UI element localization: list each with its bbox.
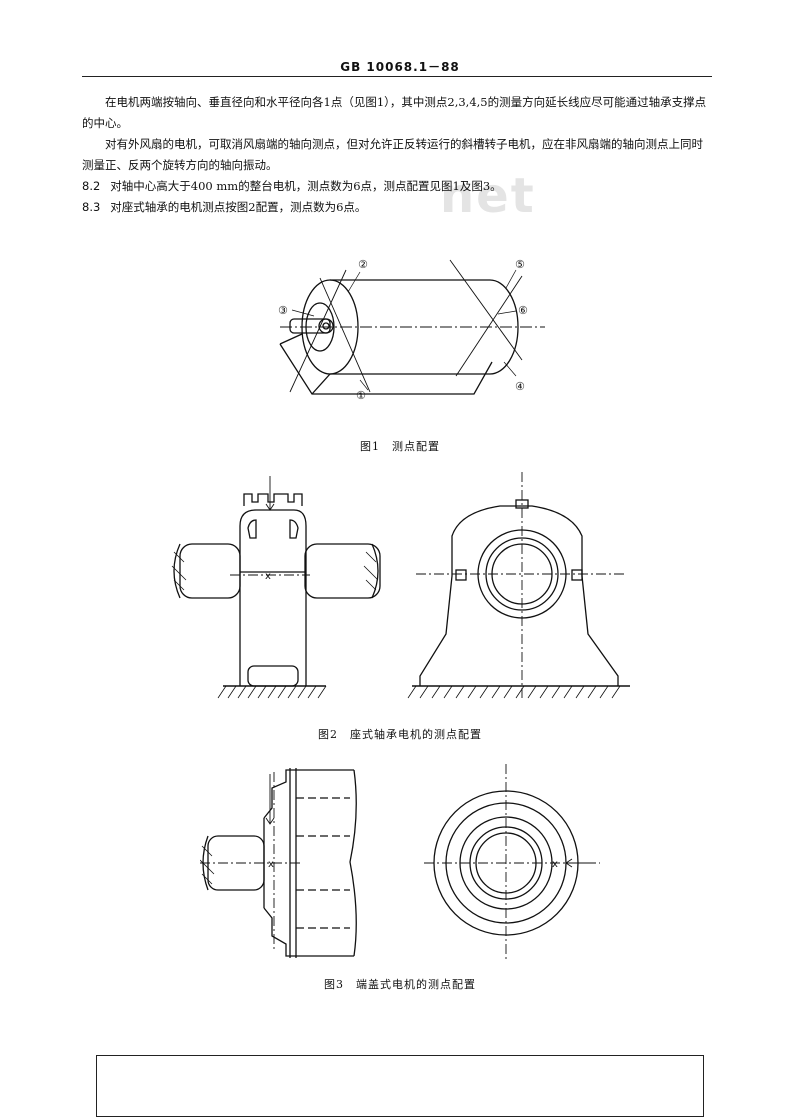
figure-3-end-shield-diagram: x x [200, 764, 600, 962]
point-label-1: ① [356, 389, 366, 402]
paragraph-2: 对有外风扇的电机，可取消风扇端的轴向测点，但对允许正反转运行的斜槽转子电机，应在… [82, 137, 703, 172]
clause-text: 对座式轴承的电机测点按图2配置，测点数为6点。 [110, 200, 367, 214]
figure-1-caption: 图1 测点配置 [360, 440, 440, 453]
point-label-6: ⑥ [518, 304, 528, 317]
point-label-2: ② [358, 258, 368, 271]
clause-text: 对轴中心高大于400 mm的整台电机，测点数为6点，测点配置见图1及图3。 [110, 179, 502, 193]
point-label-4: ④ [515, 380, 525, 393]
clause-number: 8.3 [82, 200, 101, 214]
header-rule [82, 76, 712, 77]
paragraph-1: 在电机两端按轴向、垂直径向和水平径向各1点（见图1），其中测点2,3,4,5的测… [82, 95, 707, 130]
point-label-3: ③ [278, 304, 288, 317]
cross-mark: x [552, 859, 558, 870]
point-label-5: ⑤ [515, 258, 525, 271]
figure-2-caption: 图2 座式轴承电机的测点配置 [318, 728, 482, 741]
clause-8-3: 8.3 对座式轴承的电机测点按图2配置，测点数为6点。 [82, 197, 366, 218]
watermark: net [440, 168, 536, 224]
figure-3-caption: 图3 端盖式电机的测点配置 [324, 978, 476, 991]
cross-mark: x [265, 571, 271, 582]
footer-box [96, 1055, 704, 1117]
clause-8-2: 8.2 对轴中心高大于400 mm的整台电机，测点数为6点，测点配置见图1及图3。 [82, 176, 502, 197]
standard-number: GB 10068.1－88 [340, 60, 460, 74]
clause-number: 8.2 [82, 179, 101, 193]
cross-mark: x [268, 859, 274, 870]
figure-1-motor-diagram: ② ③ ① ⑤ ⑥ ④ [278, 258, 545, 402]
figure-2-pedestal-bearing-diagram: x [171, 472, 630, 699]
